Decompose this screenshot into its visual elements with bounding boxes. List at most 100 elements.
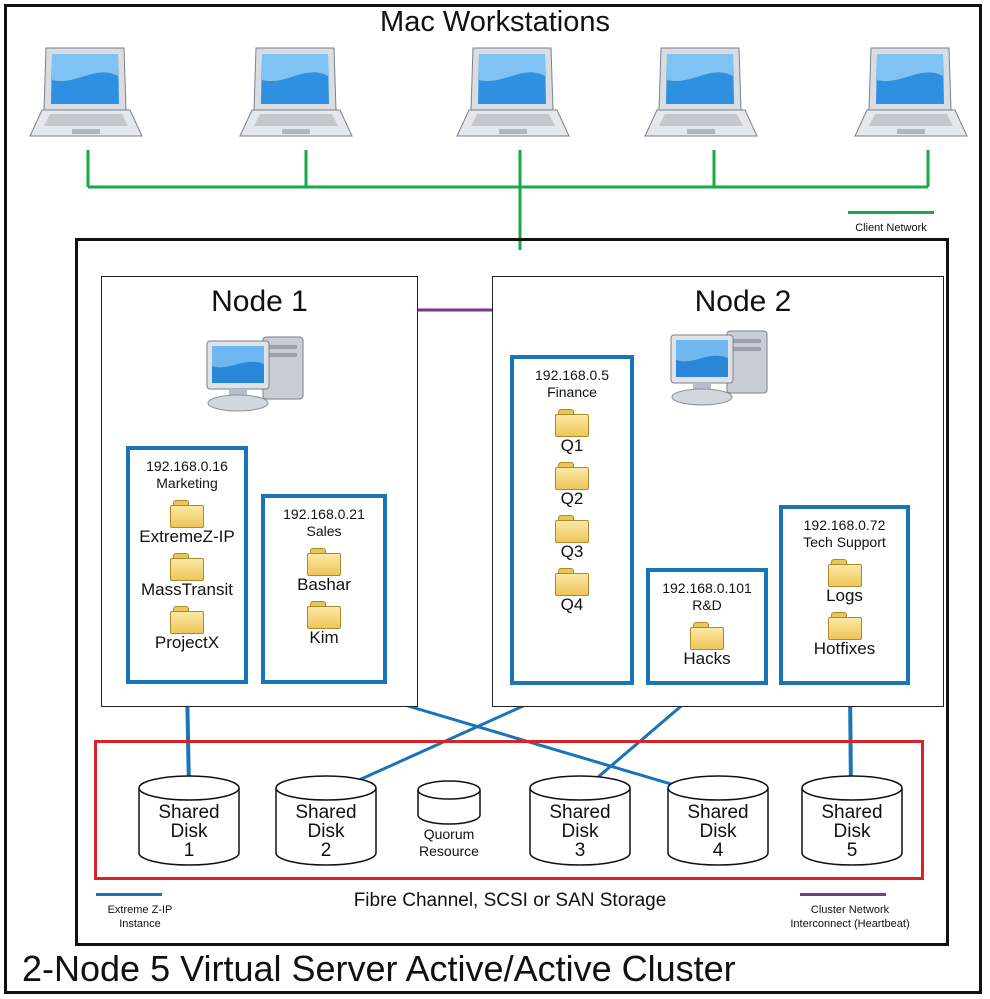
laptop-icon	[643, 44, 759, 153]
disk-3-shape	[529, 775, 631, 866]
share-label: Hacks	[683, 649, 731, 668]
legend-line: Interconnect (Heartbeat)	[790, 918, 910, 930]
share-label: Q3	[560, 542, 584, 561]
disk-label-line: 5	[846, 840, 858, 861]
share-item[interactable]: MassTransit	[130, 553, 244, 598]
share-item[interactable]: Q1	[514, 409, 630, 454]
disk-label-line: Shared	[549, 802, 611, 823]
share-item[interactable]: ProjectX	[130, 606, 244, 651]
quorum-shape	[417, 780, 481, 825]
share-list: Hacks	[650, 622, 764, 667]
share-item[interactable]: ExtremeZ-IP	[130, 500, 244, 545]
disk-1-shape	[138, 775, 240, 866]
instance-legend-swatch	[96, 893, 162, 896]
quorum-resource-label: Quorum Resource	[399, 826, 499, 860]
folder-icon	[827, 612, 862, 640]
folder-icon	[307, 601, 341, 629]
disk-label-line: 1	[183, 840, 195, 861]
server-computer-icon	[667, 327, 777, 414]
share-item[interactable]: Q4	[514, 568, 630, 613]
server-name: Marketing	[156, 475, 218, 491]
footer-title: 2-Node 5 Virtual Server Active/Active Cl…	[22, 948, 736, 989]
disk-label-line: 4	[712, 840, 724, 861]
server-name: R&D	[692, 597, 722, 613]
share-item[interactable]: Hacks	[650, 622, 764, 667]
server-ip: 192.168.0.21	[283, 506, 365, 522]
share-item[interactable]: Kim	[265, 601, 383, 646]
disk-label-line: Shared	[158, 802, 220, 823]
client-network-legend-swatch	[848, 211, 934, 214]
node-2-title: Node 2	[694, 285, 792, 318]
disk-label-line: Shared	[295, 802, 357, 823]
diagram-outer-frame	[4, 4, 982, 994]
virtual-server-rnd: 192.168.0.101 R&D Hacks	[646, 568, 768, 685]
shared-disk-4-label: Shared Disk 4	[663, 803, 773, 860]
disk-4-shape	[667, 775, 769, 866]
disk-label-line: Shared	[687, 802, 749, 823]
share-item[interactable]: Logs	[783, 559, 906, 604]
disk-label-line: Disk	[307, 821, 345, 842]
share-item[interactable]: Bashar	[265, 548, 383, 593]
disk-label-line: Disk	[699, 821, 737, 842]
share-label: ExtremeZ-IP	[139, 527, 235, 546]
disk-label-line: Disk	[833, 821, 871, 842]
folder-icon	[307, 548, 341, 576]
folder-icon	[555, 462, 589, 490]
quorum-label-line: Resource	[419, 843, 479, 859]
disk-2-shape	[275, 775, 377, 866]
server-name: Finance	[547, 384, 597, 400]
disk-shapes	[138, 775, 903, 866]
laptop-icon	[28, 44, 144, 153]
diagram-title: Mac Workstations	[380, 6, 610, 38]
server-ip: 192.168.0.5	[535, 367, 609, 383]
shared-storage-frame	[94, 740, 924, 880]
share-label: Q4	[560, 595, 584, 614]
share-item[interactable]: Hotfixes	[783, 612, 906, 657]
share-label: ProjectX	[154, 633, 220, 652]
laptop-icon	[853, 44, 969, 153]
server-name: Sales	[306, 523, 342, 539]
disk-label-line: Disk	[170, 821, 208, 842]
shared-disk-3-label: Shared Disk 3	[525, 803, 635, 860]
cluster-frame	[75, 238, 949, 946]
disk-label-line: Shared	[821, 802, 883, 823]
node-1-title: Node 1	[211, 285, 308, 318]
folder-icon	[170, 606, 204, 634]
share-label: Q1	[560, 436, 584, 455]
client-network-lines	[86, 150, 930, 250]
server-ip: 192.168.0.101	[662, 580, 752, 596]
folder-icon	[170, 500, 204, 528]
disk-label-line: 3	[574, 840, 586, 861]
share-label: Logs	[826, 586, 863, 605]
share-label: Hotfixes	[813, 639, 876, 658]
legend-line: Cluster Network	[810, 904, 890, 916]
client-network-legend-label: Client Network	[855, 222, 927, 234]
share-label: MassTransit	[141, 580, 233, 599]
folder-icon	[555, 409, 589, 437]
quorum-label-line: Quorum	[423, 826, 475, 842]
disk-5-shape	[801, 775, 903, 866]
server-ip: 192.168.0.72	[803, 517, 886, 533]
share-label: Q2	[560, 489, 584, 508]
instance-legend-label: Extreme Z-IP Instance	[80, 903, 200, 931]
virtual-server-marketing: 192.168.0.16 Marketing ExtremeZ-IP MassTr…	[126, 446, 248, 684]
laptop-icon	[455, 44, 571, 153]
shared-disk-2-label: Shared Disk 2	[271, 803, 381, 860]
server-computer-icon	[203, 333, 313, 420]
folder-icon	[690, 622, 724, 650]
heartbeat-legend-swatch	[800, 893, 886, 896]
share-label: Bashar	[297, 575, 351, 594]
server-ip: 192.168.0.16	[146, 458, 228, 474]
legend-line: Instance	[119, 918, 161, 930]
shared-disk-5-label: Shared Disk 5	[797, 803, 907, 860]
share-item[interactable]: Q3	[514, 515, 630, 560]
share-item[interactable]: Q2	[514, 462, 630, 507]
storage-caption: Fibre Channel, SCSI or SAN Storage	[353, 890, 667, 911]
folder-icon	[555, 515, 589, 543]
disk-label-line: 2	[320, 840, 332, 861]
server-name: Tech Support	[803, 534, 886, 550]
